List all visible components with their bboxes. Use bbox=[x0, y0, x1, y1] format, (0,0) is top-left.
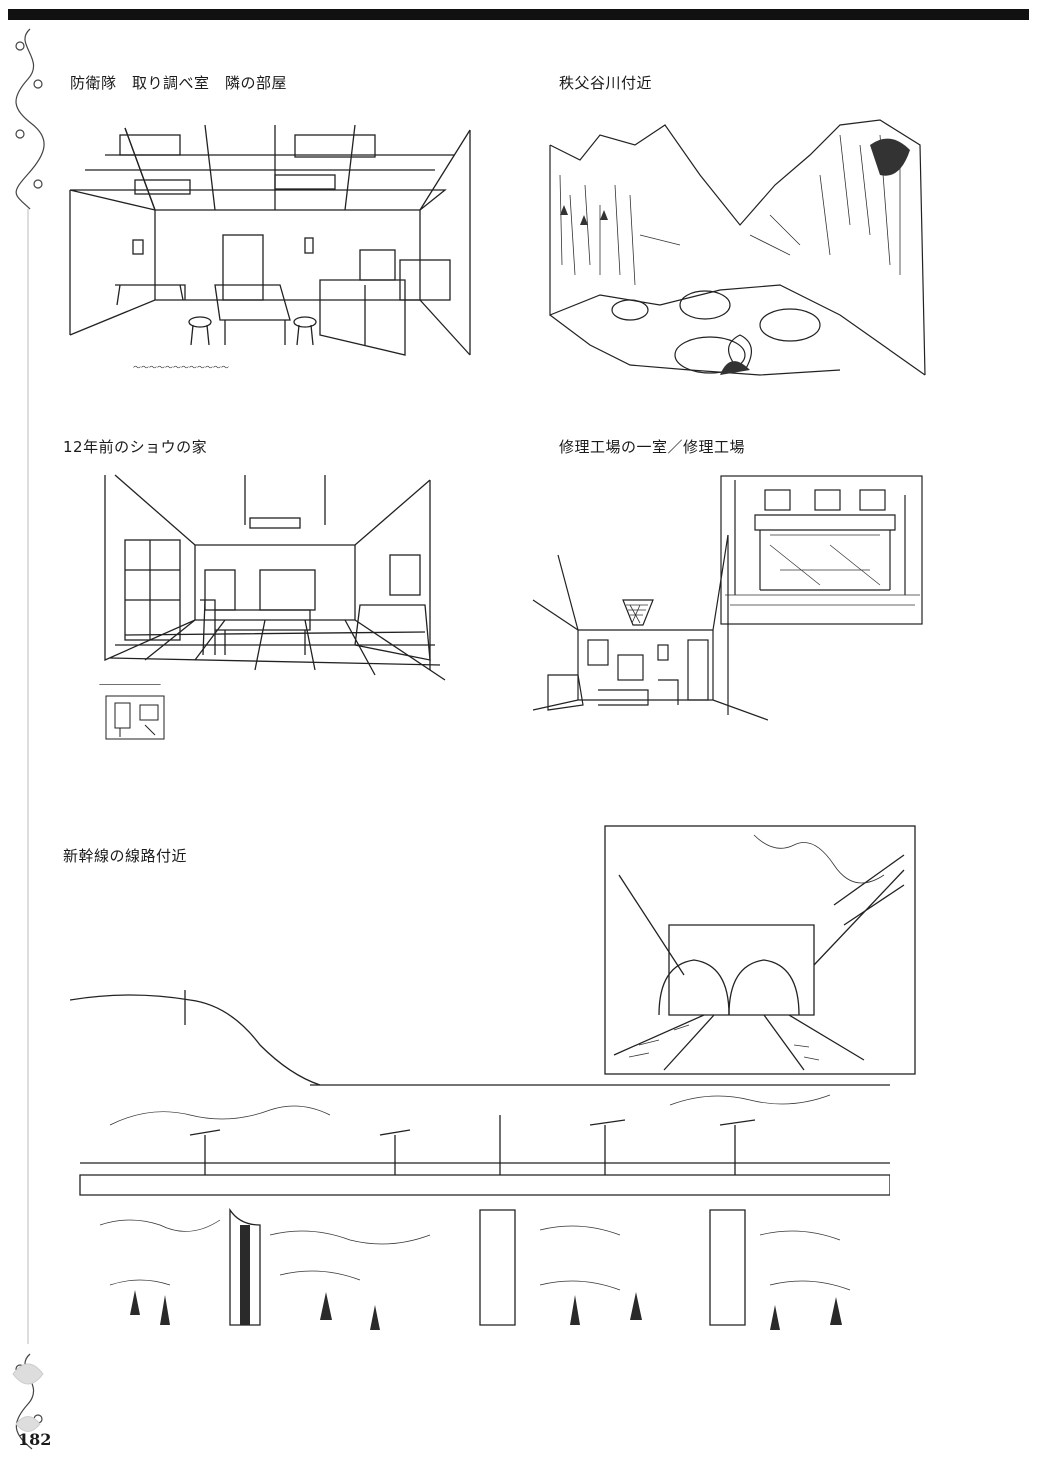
page-number: 182 bbox=[18, 1430, 52, 1449]
top-black-bar bbox=[8, 9, 1029, 20]
sketch-shinkansen-tunnel bbox=[604, 825, 916, 1075]
svg-text:〜〜〜〜〜〜〜〜〜〜〜〜: 〜〜〜〜〜〜〜〜〜〜〜〜 bbox=[133, 363, 229, 372]
sketch-repair-factory bbox=[720, 475, 923, 625]
sketch-sho-house: ⑮ bbox=[85, 470, 465, 685]
vine-ornament bbox=[8, 24, 48, 1464]
sketch-sho-house-inset bbox=[105, 695, 165, 740]
caption-repair-factory: 修理工場の一室／修理工場 bbox=[559, 438, 746, 456]
sketch-shinkansen-bridge bbox=[70, 985, 890, 1370]
sketch-chichibu-valley bbox=[540, 115, 930, 385]
caption-interrogation-room: 防衛隊 取り調べ室 隣の部屋 bbox=[70, 74, 288, 92]
caption-chichibu-valley: 秩父谷川付近 bbox=[559, 74, 653, 92]
caption-shinkansen-tracks: 新幹線の線路付近 bbox=[63, 847, 188, 865]
sketch-interrogation-room: 〜〜〜〜〜〜〜〜〜〜〜〜 bbox=[65, 120, 475, 385]
caption-sho-house: 12年前のショウの家 bbox=[63, 438, 208, 456]
